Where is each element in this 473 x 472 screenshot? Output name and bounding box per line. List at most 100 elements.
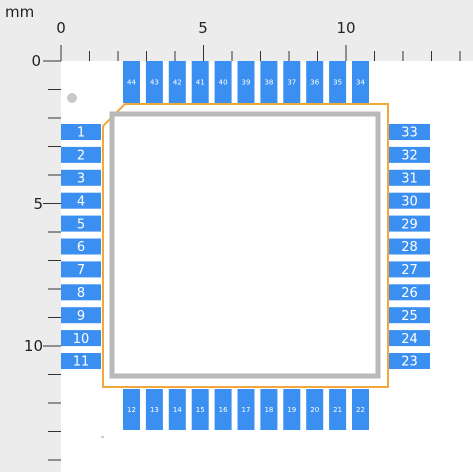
pad-bottom-14: 14	[168, 389, 186, 430]
pad-shape	[145, 389, 163, 430]
pad-right-33: 33	[389, 124, 430, 141]
pad-bottom-15: 15	[191, 389, 209, 430]
pad-number: 9	[77, 309, 85, 324]
pad-shape	[237, 61, 255, 103]
pad-number: 14	[173, 406, 182, 414]
pad-number: 37	[287, 79, 296, 87]
pad-shape	[352, 61, 369, 103]
pad-number: 26	[401, 286, 418, 301]
pad-left-1: 1	[61, 124, 101, 141]
pad-number: 21	[333, 406, 342, 414]
pad-shape	[61, 146, 101, 163]
pad-bottom-17: 17	[237, 389, 255, 430]
pad-top-39: 39	[237, 61, 255, 103]
pad-bottom-13: 13	[145, 389, 163, 430]
pad-number: 5	[77, 217, 85, 232]
pad-number: 11	[73, 355, 90, 370]
pad-bottom-18: 18	[260, 389, 278, 430]
pad-left-7: 7	[61, 261, 101, 278]
pad-shape	[61, 192, 101, 209]
pad-right-27: 27	[389, 261, 430, 278]
pad-number: 33	[401, 126, 418, 141]
pad-number: 31	[401, 171, 418, 186]
pad-top-36: 36	[306, 61, 324, 103]
pad-shape	[123, 61, 140, 103]
pad-number: 25	[401, 309, 418, 324]
pad-right-32: 32	[389, 146, 430, 164]
pad-bottom-19: 19	[283, 389, 301, 430]
pad-top-42: 42	[168, 61, 186, 103]
pad-shape	[260, 61, 278, 103]
pad-right-30: 30	[389, 192, 430, 209]
pad-top-43: 43	[145, 61, 163, 103]
pad-bottom-16: 16	[214, 389, 232, 430]
ruler-y-label-5: 5	[33, 195, 43, 213]
pad-shape	[389, 124, 430, 140]
pad-number: 34	[356, 79, 365, 87]
pad-number: 2	[77, 149, 85, 164]
pad-shape	[389, 307, 430, 324]
pad-number: 3	[77, 171, 85, 186]
pad-number: 15	[196, 406, 205, 414]
pad-shape	[214, 389, 232, 430]
pad-shape	[329, 61, 347, 103]
pad-number: 38	[264, 79, 273, 87]
pad-right-31: 31	[389, 169, 430, 186]
pad-number: 40	[219, 79, 228, 87]
pad-left-4: 4	[61, 192, 101, 209]
ruler-x-label-10: 10	[336, 19, 355, 37]
pad-bottom-20: 20	[306, 389, 324, 430]
pin1-marker	[67, 93, 77, 103]
body-outline	[109, 111, 381, 379]
pad-shape	[389, 215, 430, 232]
pad-number: 7	[77, 263, 85, 278]
pad-number: 30	[401, 194, 418, 209]
pad-right-28: 28	[389, 238, 430, 255]
pad-number: 18	[264, 406, 273, 414]
pad-shape	[214, 61, 232, 103]
pad-top-44: 44	[123, 61, 140, 103]
pad-number: 44	[127, 79, 136, 87]
pad-left-11: 11	[61, 353, 101, 370]
pad-number: 43	[150, 79, 159, 87]
pad-shape	[61, 284, 101, 301]
pad-number: 13	[150, 406, 159, 414]
pad-number: 19	[287, 406, 296, 414]
pad-shape	[389, 261, 430, 278]
pad-number: 42	[173, 79, 182, 87]
pad-left-5: 5	[61, 215, 101, 232]
ruler-x-label-5: 5	[198, 19, 208, 37]
pad-shape	[61, 261, 101, 278]
pad-shape	[352, 389, 369, 430]
pad-number: 20	[310, 406, 319, 414]
pad-number: 32	[401, 149, 418, 164]
units-label: mm	[5, 3, 34, 21]
pad-number: 36	[310, 79, 319, 87]
pad-number: 27	[401, 263, 418, 278]
pad-shape	[145, 61, 163, 103]
pad-number: 16	[219, 406, 228, 414]
pad-number: 6	[77, 240, 85, 255]
pad-left-3: 3	[61, 169, 101, 186]
pad-top-41: 41	[191, 61, 209, 103]
pad-bottom-12: 12	[123, 389, 140, 430]
pad-number: 29	[401, 217, 418, 232]
pad-shape	[306, 61, 324, 103]
pad-top-37: 37	[283, 61, 301, 103]
pad-shape	[61, 353, 101, 369]
pad-shape	[61, 215, 101, 232]
pad-shape	[306, 389, 324, 430]
pad-number: 1	[77, 126, 85, 141]
pad-shape	[61, 330, 101, 347]
pad-number: 17	[242, 406, 251, 414]
pad-top-38: 38	[260, 61, 278, 103]
pad-left-2: 2	[61, 146, 101, 164]
pad-shape	[61, 307, 101, 324]
ruler-x-ticks	[60, 45, 461, 61]
ruler-y-ticks	[43, 60, 61, 461]
pad-number: 24	[401, 332, 418, 347]
pad-number: 28	[401, 240, 418, 255]
pad-number: 35	[333, 79, 342, 87]
